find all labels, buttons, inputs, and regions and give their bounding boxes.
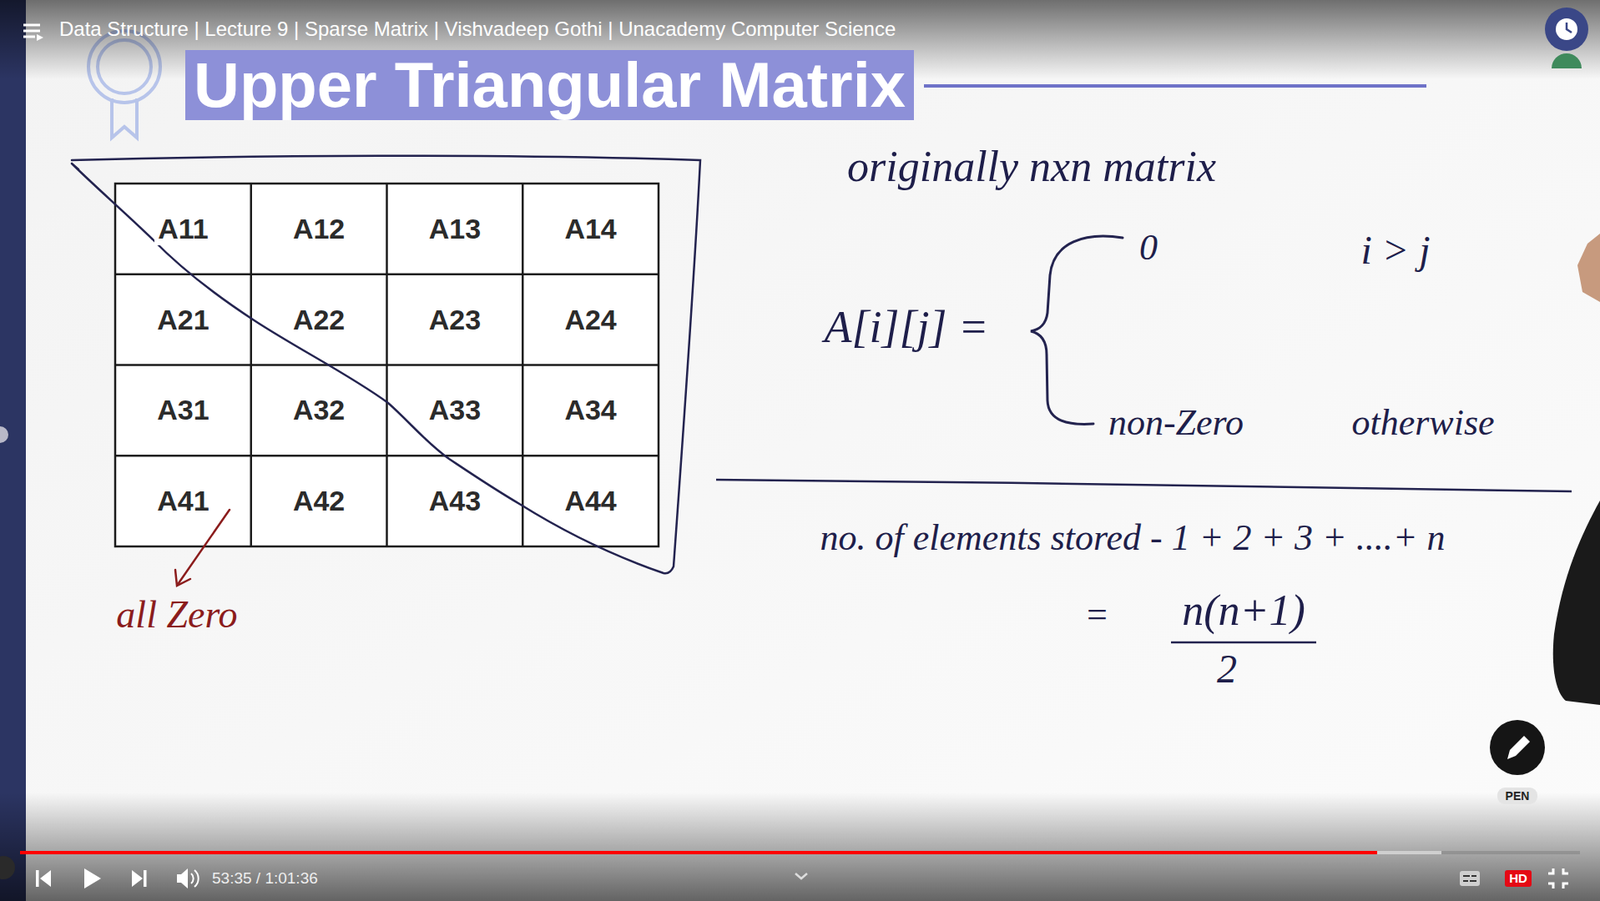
time-display: 53:35 / 1:01:36 (211, 869, 318, 889)
menu-play (36, 34, 44, 41)
equals-sign: = (1084, 594, 1110, 637)
clock-icon (1555, 18, 1578, 41)
clock-hands (1566, 22, 1572, 33)
fraction-bar (1170, 641, 1317, 645)
fullscreen-exit-icon (1548, 868, 1569, 889)
handwritten-note: originally nxn matrix (847, 141, 1217, 192)
volume-waves (191, 870, 199, 888)
table-cell: A43 (425, 484, 485, 518)
subtitles-lines (1463, 876, 1477, 882)
curly-brace (1030, 236, 1123, 424)
table-cell: A41 (153, 484, 212, 518)
table-cell: A14 (560, 212, 620, 246)
table-cell: A24 (560, 303, 620, 337)
table-cell: A42 (289, 484, 349, 518)
fraction-denominator: 2 (1216, 646, 1237, 692)
annotation: all Zero (116, 593, 238, 638)
fraction-numerator: n(n+1) (1181, 585, 1306, 636)
table-cell: A13 (425, 212, 485, 246)
table-cell: A23 (425, 303, 485, 337)
table-cell: A44 (560, 484, 620, 518)
side-toggle (0, 856, 16, 880)
subtitles-icon (1459, 871, 1480, 887)
table-cell: A21 (153, 303, 212, 337)
pen-icon (1507, 736, 1530, 760)
matrix-table (115, 183, 659, 547)
triangle-outline (71, 156, 701, 575)
table-cell: A12 (289, 212, 349, 246)
table-cell: A33 (425, 393, 485, 427)
player-controls (35, 868, 188, 889)
slide-title: Upper Triangular Matrix (185, 50, 914, 121)
table-cell: A11 (154, 212, 212, 246)
table-cell: A31 (153, 393, 212, 427)
formula-text: no. of elements stored - 1 + 2 + 3 + ...… (820, 517, 1446, 561)
green-badge (1551, 53, 1582, 69)
case-value: non-Zero (1108, 402, 1244, 445)
equation-lhs: A[i][j] = (824, 301, 990, 354)
table-cell: A34 (560, 393, 620, 427)
chevron-icon (795, 873, 808, 879)
progress-buffer (1377, 851, 1442, 855)
progress-played (20, 851, 1378, 855)
clock-badge (1544, 7, 1589, 51)
title-rule (923, 84, 1427, 88)
table-cell: A32 (289, 393, 349, 427)
progress-track (20, 851, 1580, 855)
video-title: Data Structure | Lecture 9 | Sparse Matr… (59, 17, 896, 41)
leader-arrow (175, 509, 230, 586)
presenter-arm (1553, 500, 1600, 706)
table-cell: A22 (289, 303, 349, 337)
side-handle (0, 426, 9, 444)
case-condition: i > j (1360, 227, 1430, 273)
case-value: 0 (1139, 227, 1158, 270)
presenter-hand (1577, 233, 1600, 303)
divider-line (716, 479, 1572, 492)
pen-button (1489, 720, 1545, 776)
bottom-shade (0, 792, 1600, 901)
left-strip (0, 0, 26, 901)
hd-badge: HD (1504, 870, 1532, 887)
pen-label: PEN (1497, 787, 1539, 805)
case-condition: otherwise (1351, 402, 1495, 445)
